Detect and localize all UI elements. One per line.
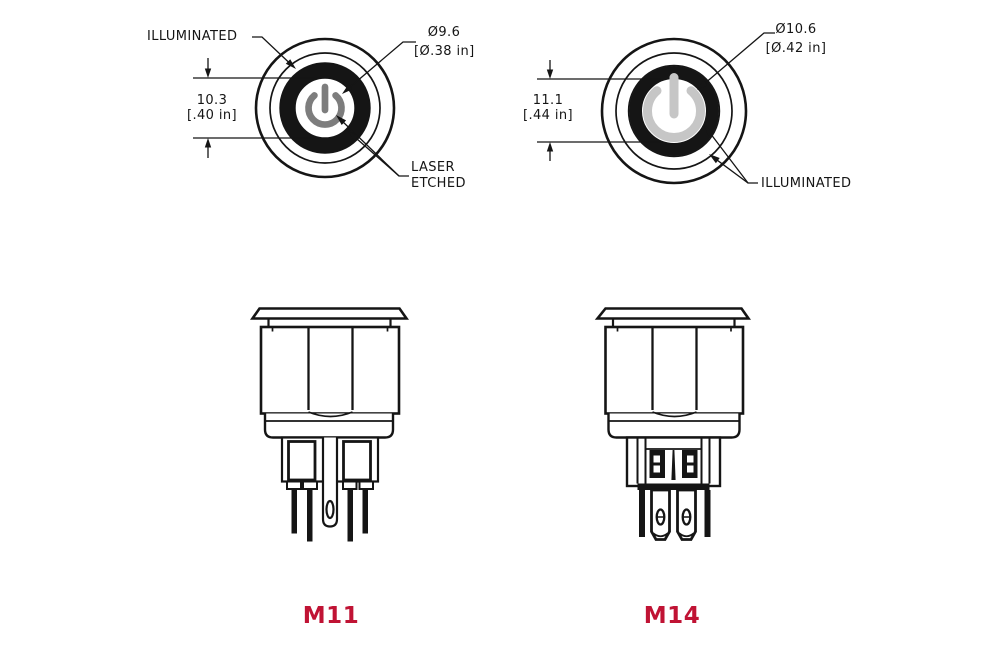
m14-arrowheads xyxy=(546,69,720,164)
m14-illuminated-ring xyxy=(629,66,719,156)
m14-window-holes xyxy=(653,455,694,473)
m11-hex-body xyxy=(259,325,401,415)
m14-base-bar xyxy=(637,483,710,490)
m14-diameter-leader xyxy=(700,32,775,88)
m11-wire-leads xyxy=(291,488,368,542)
m14-diameter-label: Ø10.6 [Ø.42 in] xyxy=(763,20,829,58)
m14-side-pins xyxy=(639,490,711,537)
m11-terminal-feet xyxy=(286,480,374,490)
m11-bezel-outer-circle xyxy=(254,37,396,179)
m14-hex-body xyxy=(604,325,745,415)
m11-terminal-block-left xyxy=(287,440,317,482)
m14-illuminated-leader-2 xyxy=(711,155,749,184)
m11-ring-outer-edge xyxy=(279,62,371,154)
m14-dimension-lines xyxy=(537,32,775,184)
m11-illuminated-ring xyxy=(280,63,370,153)
m14-center-notch xyxy=(671,450,676,480)
m14-diameter-in: [Ø.42 in] xyxy=(765,41,827,56)
m11-terminal-block-right xyxy=(342,440,372,482)
m11-diameter-mm: Ø9.6 xyxy=(427,25,461,40)
m14-cap xyxy=(594,307,751,320)
m11-model-label: M11 xyxy=(302,603,360,629)
m14-illuminated-leader-1 xyxy=(706,128,758,184)
m14-model-label: M14 xyxy=(643,603,701,629)
m11-illuminated-leader xyxy=(252,36,291,64)
m11-cap xyxy=(250,307,409,320)
m14-terminal-holes xyxy=(655,508,692,526)
m11-side-view xyxy=(250,307,409,542)
m11-post-slot xyxy=(325,499,335,520)
m11-illuminated-label: ILLUMINATED xyxy=(147,29,238,44)
m11-height-in: [.40 in] xyxy=(186,108,237,123)
m11-height-mm: 10.3 xyxy=(196,93,228,108)
m11-diameter-in: [Ø.38 in] xyxy=(414,44,475,59)
m11-diameter-leader xyxy=(346,41,416,91)
m14-illuminated-label: ILLUMINATED xyxy=(761,176,852,191)
m11-ring-inner-edge xyxy=(294,77,356,139)
m11-bezel-inner-circle xyxy=(269,52,381,164)
m14-terminal-windows xyxy=(649,450,698,480)
m11-center-post xyxy=(321,437,339,528)
m14-ring-outer-edge xyxy=(627,64,721,158)
m11-dimension-lines xyxy=(193,36,416,177)
m11-arrowheads xyxy=(204,59,359,148)
m14-bezel-outer-circle xyxy=(600,37,748,185)
m11-laser-etched-label: LASER ETCHED xyxy=(411,160,466,191)
m14-height-mm: 11.1 xyxy=(532,93,564,108)
m14-side-view xyxy=(594,307,751,541)
m14-spade-terminals xyxy=(650,488,697,541)
m11-laser-leader-2 xyxy=(351,134,400,177)
m14-diameter-mm: Ø10.6 xyxy=(775,22,817,37)
m11-height-dimension: 10.3 [.40 in] xyxy=(182,93,242,123)
m11-diameter-label: Ø9.6 [Ø.38 in] xyxy=(414,23,474,61)
m11-top-view xyxy=(254,37,396,179)
m14-bezel-inner-circle xyxy=(615,52,733,170)
m14-top-view xyxy=(600,37,748,185)
m14-height-dimension: 11.1 [.44 in] xyxy=(519,93,577,123)
m14-power-symbol-icon xyxy=(643,73,705,142)
m11-power-symbol-icon xyxy=(305,83,345,128)
m14-height-in: [.44 in] xyxy=(522,108,573,123)
